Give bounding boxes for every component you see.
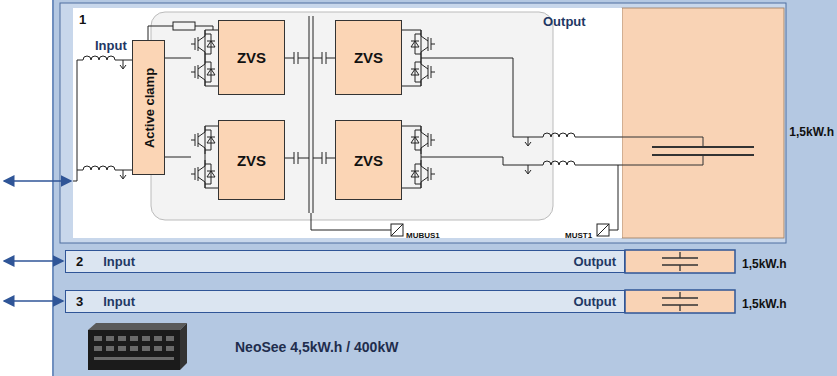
block-label: ZVS [237,49,266,66]
signal-name: MUBUS1 [406,231,440,240]
text-holder: 1,5kW.h [742,254,787,272]
text-holder: 1,5kW.h [742,294,787,312]
text-holder: MUBUS1 [406,224,440,242]
text-holder: Output [543,12,586,30]
zvs-block: ZVS [218,20,285,95]
energy-label: 1,5kW.h [742,257,787,271]
text-holder: MUST1 [565,224,592,242]
product-label: NeoSee 4,5kW.h / 400kW [235,339,398,355]
zvs-block: ZVS [335,120,402,200]
system-panel: NeoSee 4,5kW.h / 400kW 1InputOutputActiv… [52,0,837,376]
text-holder: 1,5kW.h [789,122,834,140]
energy-label: 1,5kW.h [742,297,787,311]
output-label: Output [543,14,586,29]
active-clamp-block: Active clamp [132,40,165,175]
text-holder: NeoSee 4,5kW.h / 400kW [235,338,398,356]
zvs-block: ZVS [218,120,285,200]
zvs-block: ZVS [335,20,402,95]
output-label: Output [573,254,616,269]
text-holder: 1 [79,10,86,28]
converter-module-band: 2 Input Output [65,250,625,273]
energy-label: 1,5kW.h [789,125,834,139]
signal-name: MUST1 [565,231,592,240]
input-label: Input [95,38,127,53]
module-number: 2 [76,254,83,269]
text-holder: Input [95,36,127,54]
output-label: Output [573,294,616,309]
block-label: ZVS [237,152,266,169]
block-label: Active clamp [141,67,156,147]
module-number: 3 [76,294,83,309]
module-number: 1 [79,12,86,27]
block-label: ZVS [354,152,383,169]
converter-module-band: 3 Input Output [65,290,625,313]
block-label: ZVS [354,49,383,66]
converter-module: 1InputOutputActive clampZVSZVSZVSZVSMUBU… [73,8,622,238]
input-label: Input [103,294,135,309]
input-label: Input [103,254,135,269]
